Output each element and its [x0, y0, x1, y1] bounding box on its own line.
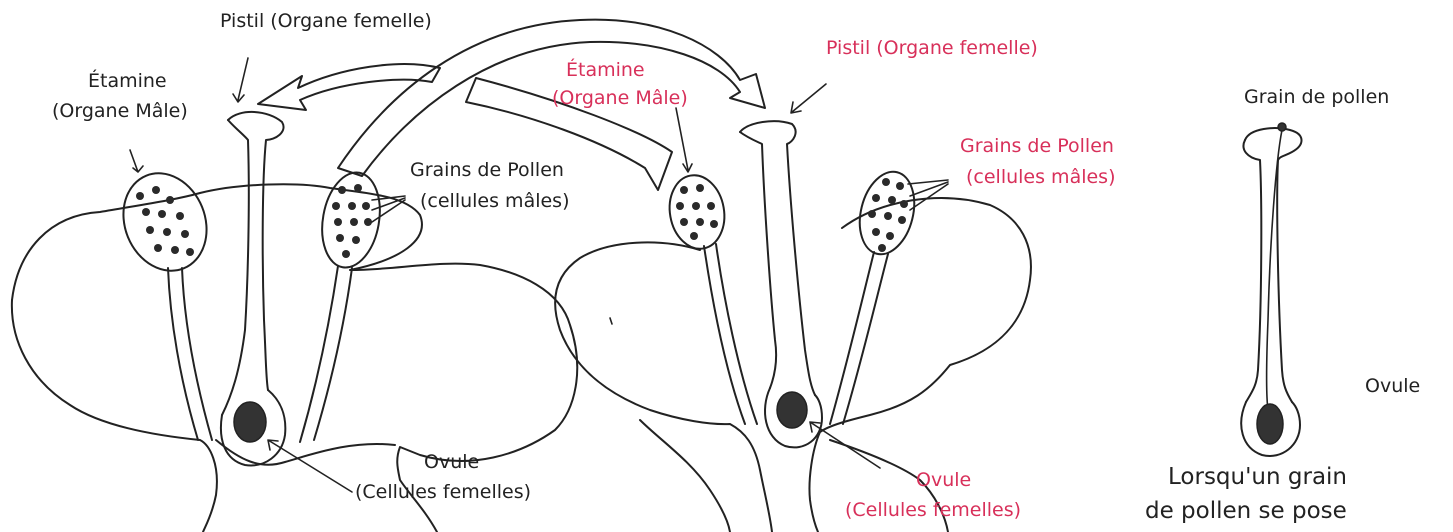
anther — [664, 171, 730, 253]
filament — [704, 244, 757, 424]
right-ovule-label-2: (Cellules femelles) — [845, 499, 1021, 521]
stigma-and-style — [740, 121, 815, 395]
filament — [168, 268, 212, 440]
short-arc-arrow — [258, 64, 440, 110]
right-pistil-label: Pistil (Organe femelle) — [826, 37, 1038, 59]
right-pollen-label-2: (cellules mâles) — [966, 166, 1116, 188]
left-flower-receptacle — [216, 440, 395, 465]
left-pistil-pointer-arrow — [233, 58, 248, 102]
right-pistil — [740, 84, 826, 447]
stamen-pointer-line — [676, 108, 692, 172]
pollen-tube — [1267, 130, 1283, 410]
left-stamen-label-2: (Organe Mâle) — [52, 100, 188, 122]
pollen-grain — [1278, 123, 1286, 131]
right-stamen-label-2: (Organe Mâle) — [552, 87, 688, 109]
left-stamen-2 — [300, 168, 405, 442]
detail-ovule-label: Ovule — [1365, 375, 1420, 397]
detail-stigma — [1245, 128, 1302, 402]
right-flower-petals — [555, 242, 772, 532]
anther — [109, 161, 221, 284]
filament — [300, 266, 352, 442]
left-ovule-label-1: Ovule — [424, 451, 479, 473]
pollen-dots — [676, 184, 718, 240]
left-flower — [12, 58, 577, 532]
right-ovule-pointer-arrow — [810, 422, 880, 468]
ovule — [234, 402, 266, 442]
right-pollen-label-1: Grains de Pollen — [960, 135, 1114, 157]
left-pistil — [221, 112, 285, 465]
left-pollen-label-1: Grains de Pollen — [410, 159, 564, 181]
left-ovule-label-2: (Cellules femelles) — [355, 481, 531, 503]
stray-mark — [610, 318, 612, 324]
pistil-pointer-arrow — [791, 84, 826, 113]
right-flower-bottom-petal — [640, 420, 730, 532]
style-left-edge — [740, 132, 776, 388]
left-stamen-label-1: Étamine — [88, 69, 167, 92]
ovule — [777, 392, 807, 428]
stamen-pointer-arrow — [130, 150, 143, 172]
right-ovule-label-1: Ovule — [916, 469, 971, 491]
pollen-pointer-lines — [372, 196, 405, 222]
right-stamen-1 — [664, 108, 757, 424]
left-pistil-label: Pistil (Organe femelle) — [220, 10, 432, 32]
right-stamen-label-1: Étamine — [566, 58, 645, 81]
style-left-edge — [222, 120, 249, 415]
left-stamen-1 — [109, 150, 221, 440]
left-pollen-label-2: (cellules mâles) — [420, 190, 570, 212]
pistil-detail — [1241, 123, 1301, 456]
pollen-dots — [332, 184, 372, 258]
filament — [830, 252, 888, 424]
detail-caption-line-1: Lorsqu'un grain — [1168, 464, 1347, 490]
detail-ovule — [1257, 404, 1283, 444]
stigma — [228, 112, 284, 390]
detail-caption-line-2: de pollen se pose — [1145, 498, 1347, 524]
detail-style-left — [1243, 140, 1261, 402]
left-flower-petals — [12, 184, 577, 532]
left-flower-outer-petal — [12, 300, 217, 532]
detail-pollen-grain-label: Grain de pollen — [1244, 86, 1389, 108]
